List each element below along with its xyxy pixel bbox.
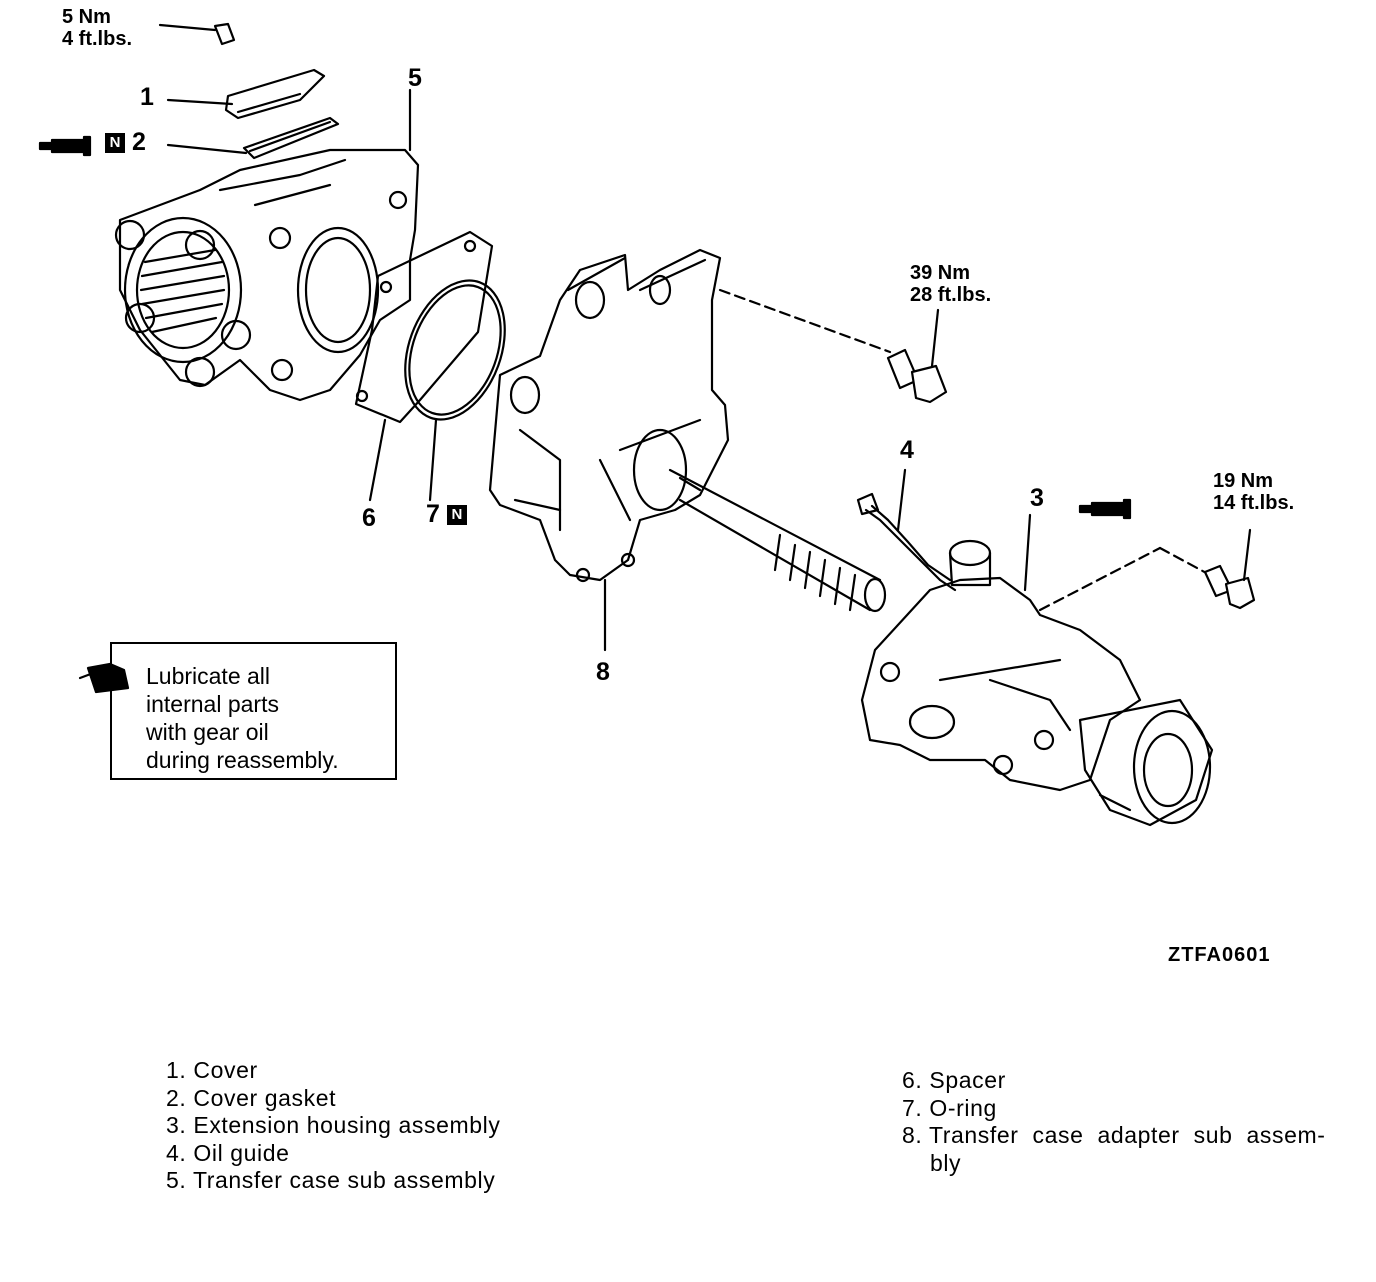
torque-nm: 19 Nm xyxy=(1213,470,1274,492)
legend-item: 5. Transfer case sub assembly xyxy=(166,1167,496,1193)
legend-item: 2. Cover gasket xyxy=(166,1084,337,1111)
legend-item: 8. Transfer case adapter sub assem- xyxy=(902,1122,1326,1148)
callout-2-number: 2 xyxy=(131,128,146,156)
note-line: Lubricate all xyxy=(146,663,271,689)
torque-label-cover-bolt: 5 Nm 4 ft.lbs. xyxy=(62,6,132,50)
legend-item: 7. O-ring xyxy=(902,1094,997,1121)
callout-3: 3 xyxy=(1030,484,1044,512)
cover-gasket-part xyxy=(166,116,340,160)
lubrication-note-text: Lubricate all internal parts with gear o… xyxy=(146,662,339,774)
callout-8: 8 xyxy=(596,658,610,686)
adapter-bolt xyxy=(718,288,948,404)
callout-7-number: 7 xyxy=(426,500,440,528)
callout-4: 4 xyxy=(900,436,914,464)
legend-item: bly xyxy=(902,1149,962,1176)
callout-7: 7 N xyxy=(426,502,467,527)
sealant-tube-left xyxy=(38,135,92,157)
note-line: internal parts xyxy=(146,691,279,717)
o-ring-part xyxy=(404,279,506,502)
oil-guide-part xyxy=(856,468,957,592)
torque-ftlbs: 4 ft.lbs. xyxy=(62,28,133,50)
callout-5: 5 xyxy=(408,64,422,92)
extension-bolt xyxy=(1038,528,1256,612)
transfer-case-part xyxy=(114,88,420,402)
legend-item: 4. Oil guide xyxy=(166,1139,290,1166)
output-shaft-part xyxy=(632,428,887,613)
legend-item: 1. Cover xyxy=(166,1057,258,1083)
adapter-part xyxy=(488,248,730,652)
oil-can-drawing xyxy=(78,662,130,694)
figure-id: ZTFA0601 xyxy=(1168,944,1271,966)
torque-nm: 39 Nm xyxy=(910,262,971,284)
cover-part xyxy=(166,68,326,120)
legend-item: 3. Extension housing assembly xyxy=(166,1112,501,1138)
callout-2: N 2 xyxy=(105,130,146,155)
sealant-tube-right xyxy=(1078,498,1132,520)
torque-ftlbs: 14 ft.lbs. xyxy=(1213,492,1295,514)
legend-left: 1. Cover 2. Cover gasket 3. Extension ho… xyxy=(166,1057,500,1195)
cover-bolt xyxy=(158,22,236,46)
callout-6: 6 xyxy=(362,504,376,532)
torque-ftlbs: 28 ft.lbs. xyxy=(910,284,992,306)
callout-1: 1 xyxy=(140,83,154,111)
torque-label-extension-bolt: 19 Nm 14 ft.lbs. xyxy=(1213,470,1294,514)
extension-housing-part xyxy=(860,513,1214,827)
spacer-part xyxy=(354,230,494,502)
torque-nm: 5 Nm xyxy=(62,6,111,28)
lubrication-note: Lubricate all internal parts with gear o… xyxy=(110,642,397,780)
note-line: during reassembly. xyxy=(146,747,339,773)
torque-label-adapter-bolt: 39 Nm 28 ft.lbs. xyxy=(910,262,991,306)
legend-item: 6. Spacer xyxy=(902,1067,1006,1093)
legend-right: 6. Spacer 7. O-ring 8. Transfer case ada… xyxy=(902,1067,1326,1177)
new-part-icon: N xyxy=(446,505,467,526)
new-part-icon: N xyxy=(105,133,125,154)
note-line: with gear oil xyxy=(146,719,269,745)
